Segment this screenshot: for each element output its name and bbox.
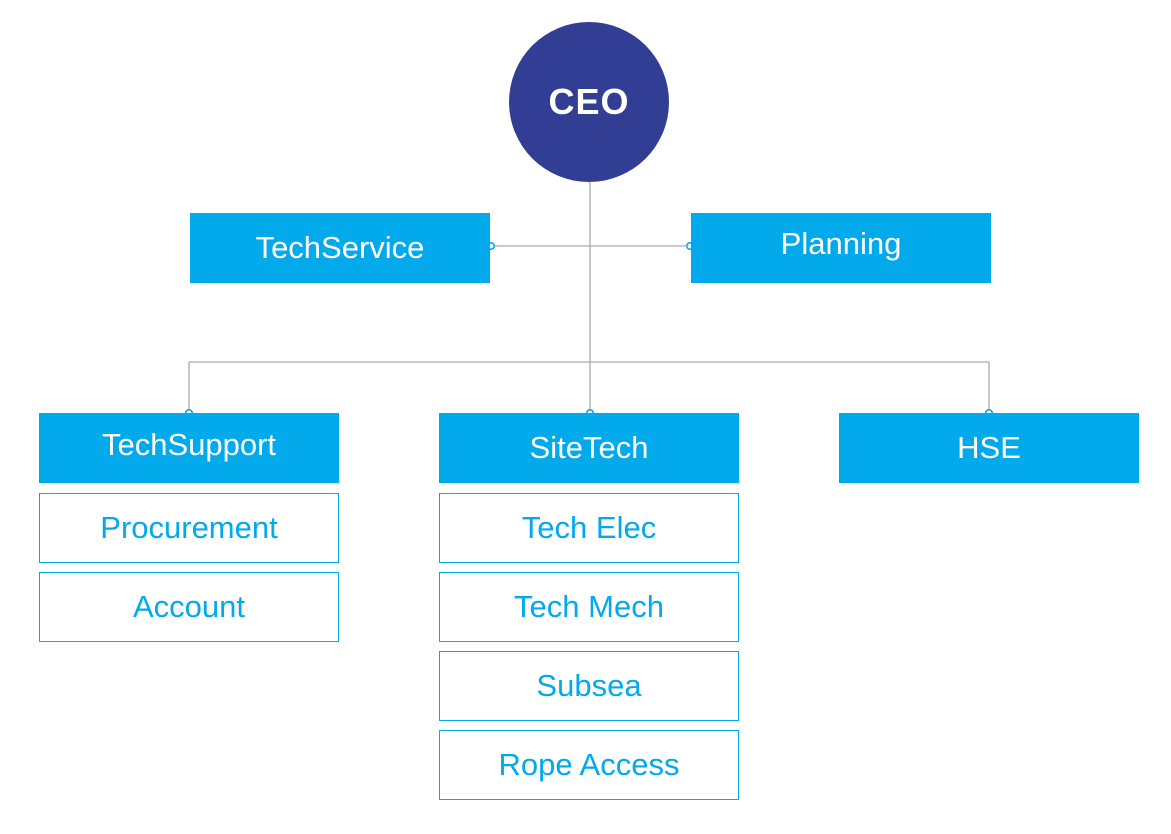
node-planning: Planning	[691, 213, 991, 283]
node-sitetech-label: SiteTech	[529, 430, 649, 465]
node-techservice-label: TechService	[255, 230, 425, 265]
unit-tech-elec-label: Tech Elec	[521, 510, 657, 545]
node-techservice: TechService	[190, 213, 490, 283]
unit-procurement: Procurement	[39, 493, 339, 563]
unit-account-label: Account	[132, 589, 245, 624]
ceo-label: CEO	[548, 81, 630, 122]
unit-tech-elec: Tech Elec	[439, 493, 739, 563]
node-sitetech: SiteTech	[439, 413, 739, 483]
unit-procurement-label: Procurement	[100, 510, 278, 545]
unit-tech-mech: Tech Mech	[439, 572, 739, 642]
node-planning-label: Planning	[780, 226, 902, 261]
unit-account: Account	[39, 572, 339, 642]
unit-rope-access: Rope Access	[439, 730, 739, 800]
node-hse: HSE	[839, 413, 1139, 483]
node-techsupport-label: TechSupport	[101, 427, 277, 462]
unit-subsea: Subsea	[439, 651, 739, 721]
unit-subsea-label: Subsea	[536, 668, 642, 703]
node-techsupport: TechSupport	[39, 413, 339, 483]
node-hse-label: HSE	[957, 430, 1021, 465]
unit-rope-access-label: Rope Access	[498, 747, 680, 782]
unit-tech-mech-label: Tech Mech	[514, 589, 664, 624]
ceo-node: CEO	[509, 22, 669, 182]
